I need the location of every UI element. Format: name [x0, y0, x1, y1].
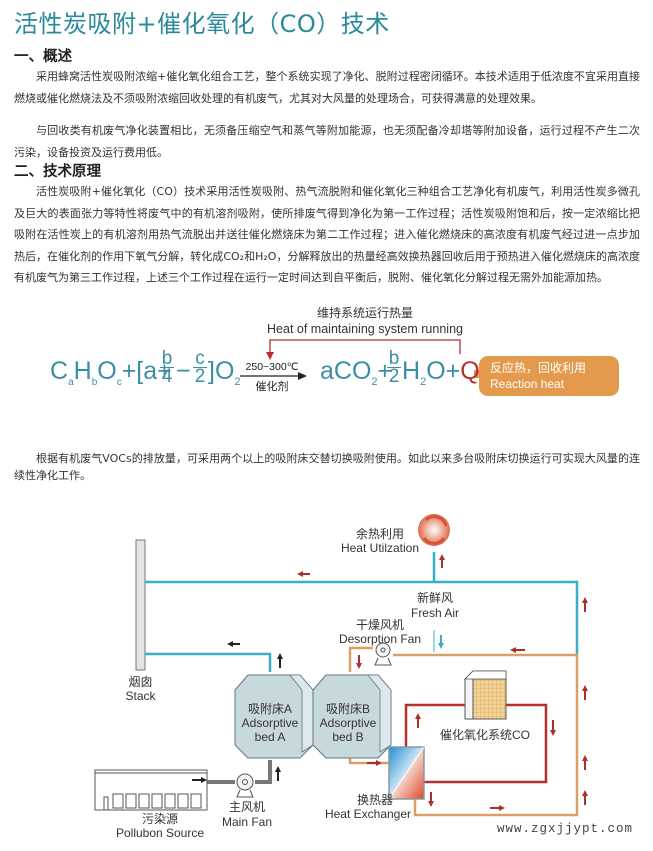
note-paragraph: 根据有机废气VOCs的排放量，可采用两个以上的吸附床交替切换吸附使用。如此以来多… — [14, 452, 640, 482]
bed-b-label-cn: 吸附床B — [325, 702, 370, 716]
heat-exchanger — [388, 746, 425, 800]
o2-subscript: 2 — [234, 376, 241, 388]
reaction-temperature: 250~300℃ — [245, 361, 299, 373]
pollution-source-label-cn: 污染源 — [141, 812, 178, 826]
section-heading-principle: 二、技术原理 — [14, 164, 101, 180]
desorption-fan-label-cn: 干燥风机 — [355, 618, 404, 632]
desorption-fan-label-en: Desorption Fan — [338, 632, 422, 646]
clean-air-pipes — [145, 552, 579, 672]
overview-paragraph-2: 与回收类有机废气净化装置相比，无须备压缩空气和蒸气等附加能源，也无须配备冷却塔等… — [14, 124, 640, 159]
catalytic-system-label: 催化氧化系统CO — [439, 728, 530, 742]
bracket-close: ]O — [208, 357, 235, 385]
reactant-h: H — [73, 357, 92, 385]
heat-exchanger-label-en: Heat Exchanger — [324, 807, 412, 821]
feedback-label-cn: 维持系统运行热量 — [316, 306, 413, 320]
adsorptive-bed-b — [312, 674, 392, 759]
reactant-c: C — [50, 357, 69, 385]
product-h: H — [402, 357, 421, 385]
bed-a-label-en2: bed A — [254, 730, 286, 744]
catalytic-unit — [464, 670, 507, 720]
product-co2: aCO — [320, 357, 372, 385]
main-fan-icon — [236, 773, 254, 798]
minus-sign: − — [176, 357, 191, 385]
stack — [135, 539, 146, 671]
bracket-open: +[a+ — [121, 357, 172, 385]
bed-b-label-en2: bed B — [332, 730, 364, 744]
recycle-icon — [418, 514, 450, 546]
pollution-source — [94, 769, 208, 811]
fraction2-denominator: 2 — [193, 366, 207, 387]
fraction1-denominator: 4 — [160, 366, 174, 387]
page-title: 活性炭吸附+催化氧化（CO）技术 — [14, 10, 390, 38]
fraction3-denominator: 2 — [387, 366, 401, 387]
subscript-a: a — [68, 377, 74, 388]
pollution-source-label-en: Pollubon Source — [115, 826, 205, 840]
co2-subscript: 2 — [371, 376, 378, 388]
section-heading-overview: 一、概述 — [14, 49, 72, 65]
feedback-label-en: Heat of maintaining system running — [267, 322, 463, 336]
bed-b-label-en1: Adsorptive — [319, 716, 377, 730]
desorption-fan-icon — [374, 642, 392, 666]
principle-paragraph: 活性炭吸附+催化氧化（CO）技术采用活性炭吸附、热气流脱附和催化氧化三种组合工艺… — [14, 185, 640, 284]
bed-a-label-cn: 吸附床A — [247, 702, 292, 716]
bed-a-label-en1: Adsorptive — [241, 716, 299, 730]
fraction2-numerator: c — [195, 348, 205, 369]
stack-label-en: Stack — [125, 689, 156, 703]
fresh-air-label-en: Fresh Air — [410, 606, 459, 620]
reactant-o: O — [97, 357, 117, 385]
stack-label-cn: 烟囱 — [128, 675, 153, 689]
main-duct — [205, 760, 272, 784]
fraction3-numerator: b — [388, 348, 400, 369]
heat-exchanger-label-cn: 换热器 — [356, 793, 393, 807]
main-fan-label-en: Main Fan — [221, 815, 273, 829]
heat-utilization-label-en: Heat Utilzation — [340, 541, 420, 555]
adsorptive-bed-a — [234, 674, 314, 759]
product-o-plus: O+ — [426, 357, 461, 385]
fraction1-numerator: b — [161, 348, 173, 369]
h2o-subscript: 2 — [420, 376, 427, 388]
plus-sign: + — [377, 357, 393, 385]
reaction-heat-en: Reaction heat — [490, 377, 565, 391]
subscript-b: b — [91, 377, 98, 388]
heat-utilization-label-cn: 余热利用 — [355, 527, 404, 541]
watermark: www.zgxjjypt.com — [497, 822, 634, 836]
heat-q: Q — [460, 357, 480, 385]
overview-paragraph-1: 采用蜂窝活性炭吸附浓缩+催化氧化组合工艺，整个系统实现了净化、脱附过程密闭循环。… — [14, 70, 640, 105]
reaction-catalyst: 催化剂 — [255, 381, 289, 393]
reaction-heat-cn: 反应热，回收利用 — [490, 361, 587, 375]
flow-arrows — [192, 554, 588, 811]
subscript-c: c — [116, 377, 122, 388]
main-fan-label-cn: 主风机 — [228, 800, 265, 814]
fresh-air-label-cn: 新鲜风 — [416, 591, 453, 605]
reaction-heat-badge: 反应热，回收利用 Reaction heat — [479, 356, 619, 396]
